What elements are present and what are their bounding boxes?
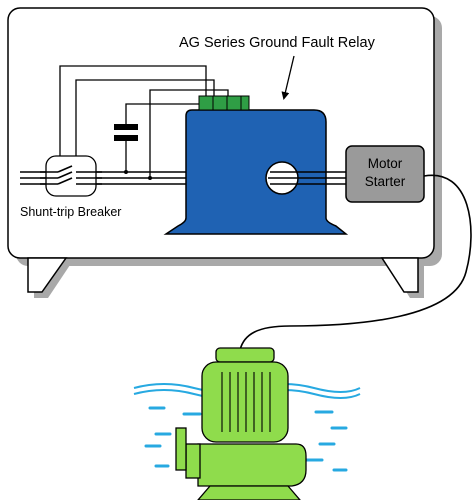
water-dashes <box>144 406 348 472</box>
motor-starter-label-line1: Motor <box>368 156 403 171</box>
breaker-label: Shunt-trip Breaker <box>20 205 121 219</box>
panel-foot-left <box>27 257 72 298</box>
motor-starter-label-line2: Starter <box>365 174 406 189</box>
control-transformer <box>114 124 138 141</box>
motor-starter <box>345 145 425 203</box>
relay-title-label: AG Series Ground Fault Relay <box>179 35 376 51</box>
panel-foot-right <box>380 257 424 298</box>
pump-motor <box>175 347 307 500</box>
motor-cable <box>239 174 472 351</box>
relay-label-arrow <box>281 55 295 100</box>
shunt-trip-breaker <box>40 155 102 197</box>
relay-terminal-block <box>198 95 250 111</box>
